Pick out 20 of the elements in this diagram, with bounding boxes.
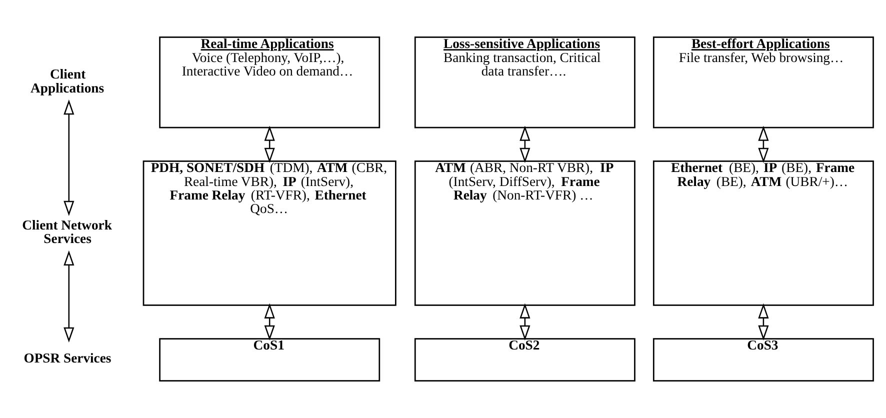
node-text: Client Network Services <box>22 217 112 246</box>
arrow <box>264 126 274 163</box>
node-box: PDH, SONET/SDH (TDM), ATM (CBR, Real-time VBR), IP (IntServ), Frame Relay (RT-VFR), Ethernet QoS… <box>142 160 396 306</box>
arrow <box>758 126 768 163</box>
node-box: CoS1 <box>158 338 380 382</box>
arrow <box>63 250 74 343</box>
node-text: OPSR Services <box>23 350 111 366</box>
arrow <box>519 126 530 163</box>
arrow <box>758 303 768 340</box>
node-box: Real-time Applications Voice (Telephony, VoIP,…), Interactive Video on demand… <box>158 36 380 128</box>
node-box: CoS3 <box>652 338 874 382</box>
node-box: ATM (ABR, Non-RT VBR), IP (IntServ, DiffServ), Frame Relay (Non-RT-VFR) … <box>414 160 635 306</box>
node-text: Client Applications <box>30 66 104 96</box>
node-box: CoS2 <box>414 338 635 382</box>
arrow <box>264 303 274 340</box>
arrow <box>63 99 74 216</box>
node-box: Loss-sensitive Applications Banking transaction, Critical data transfer…. <box>414 36 635 128</box>
arrow <box>519 303 530 340</box>
node-box: Ethernet (BE), IP (BE), Frame Relay (BE), ATM (UBR/+)… <box>652 160 874 306</box>
node-box: Best-effort Applications File transfer, Web browsing… <box>652 36 874 128</box>
